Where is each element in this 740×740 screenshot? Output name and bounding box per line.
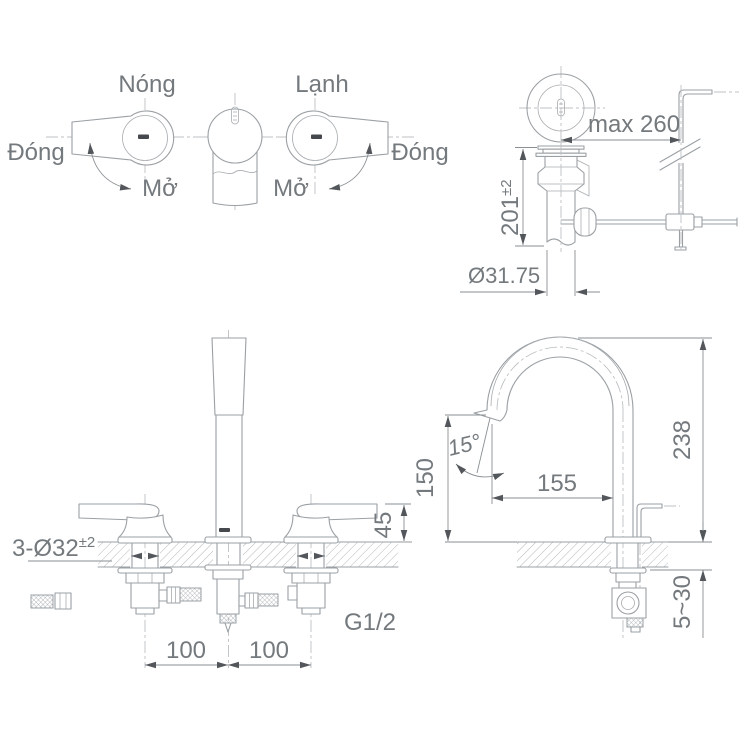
dim-deck-range: 5~30 [669,575,696,629]
faucet-front-view: 3-Ø32±2 45 100 100 G1/2 [12,330,412,668]
hot-label: Nóng [118,71,175,98]
dim-reach: 155 [537,470,577,497]
hot-handle-top-view [46,98,202,196]
dim-thread-spec: G1/2 [344,609,396,636]
dim-pitch-right: 100 [249,637,289,664]
hot-valve-front [79,494,172,668]
close-label-right: Đóng [391,139,448,166]
spout-base-side [604,536,652,633]
dim-total-height: 238 [669,420,696,460]
dim-hole-spec: 3-Ø32±2 [12,534,95,562]
supply-fitting [30,592,72,610]
dim-tail-diameter: Ø31.75 [468,263,540,288]
close-label-left: Đóng [7,139,64,166]
logo-mark [219,528,230,532]
cold-valve-stub [287,585,298,601]
handle-operation-diagram: Nóng Lạnh Đóng Đóng Mở Mở [7,71,449,212]
dim-pitch-left: 100 [166,637,206,664]
dim-max-reach: max 260 [588,111,680,138]
popup-drain-view: max 260 201±2 Ø31.75 [460,66,739,296]
dim-handle-height: 45 [370,512,397,539]
hot-valve-outlet [158,586,202,604]
handle-side-view [197,93,273,212]
cold-valve-front [284,494,377,668]
spout-column-front [204,330,279,668]
dim-outlet-angle: 15° [445,429,484,461]
open-label-left: Mở [142,175,178,202]
counter-deck-side [517,542,668,567]
faucet-side-view: 150 15° 155 238 5~30 [412,336,712,640]
dim-outlet-height: 150 [412,458,439,498]
cold-label: Lạnh [295,71,348,98]
dim-drain-height: 201±2 [497,179,524,236]
open-label-right: Mở [273,175,309,202]
